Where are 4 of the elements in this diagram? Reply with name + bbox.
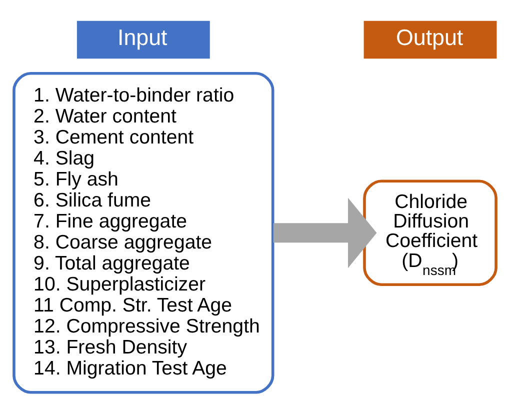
node-box: Output (364, 20, 497, 58)
node-box: 1. Water-to-binder ratio 2. Water content 3. Cement content 4. Slag 5. Fly ash 6. Silica fume 7. Fine aggregate 8. Coarse aggregate 9. Total aggregate 10. Superplasticizer 11 Comp. Str. Test Age 12. Compressive Strength 13. Fresh Density 14. Migration Test Age (12, 71, 274, 394)
node-box: Input (76, 20, 210, 58)
arrow (273, 197, 377, 268)
